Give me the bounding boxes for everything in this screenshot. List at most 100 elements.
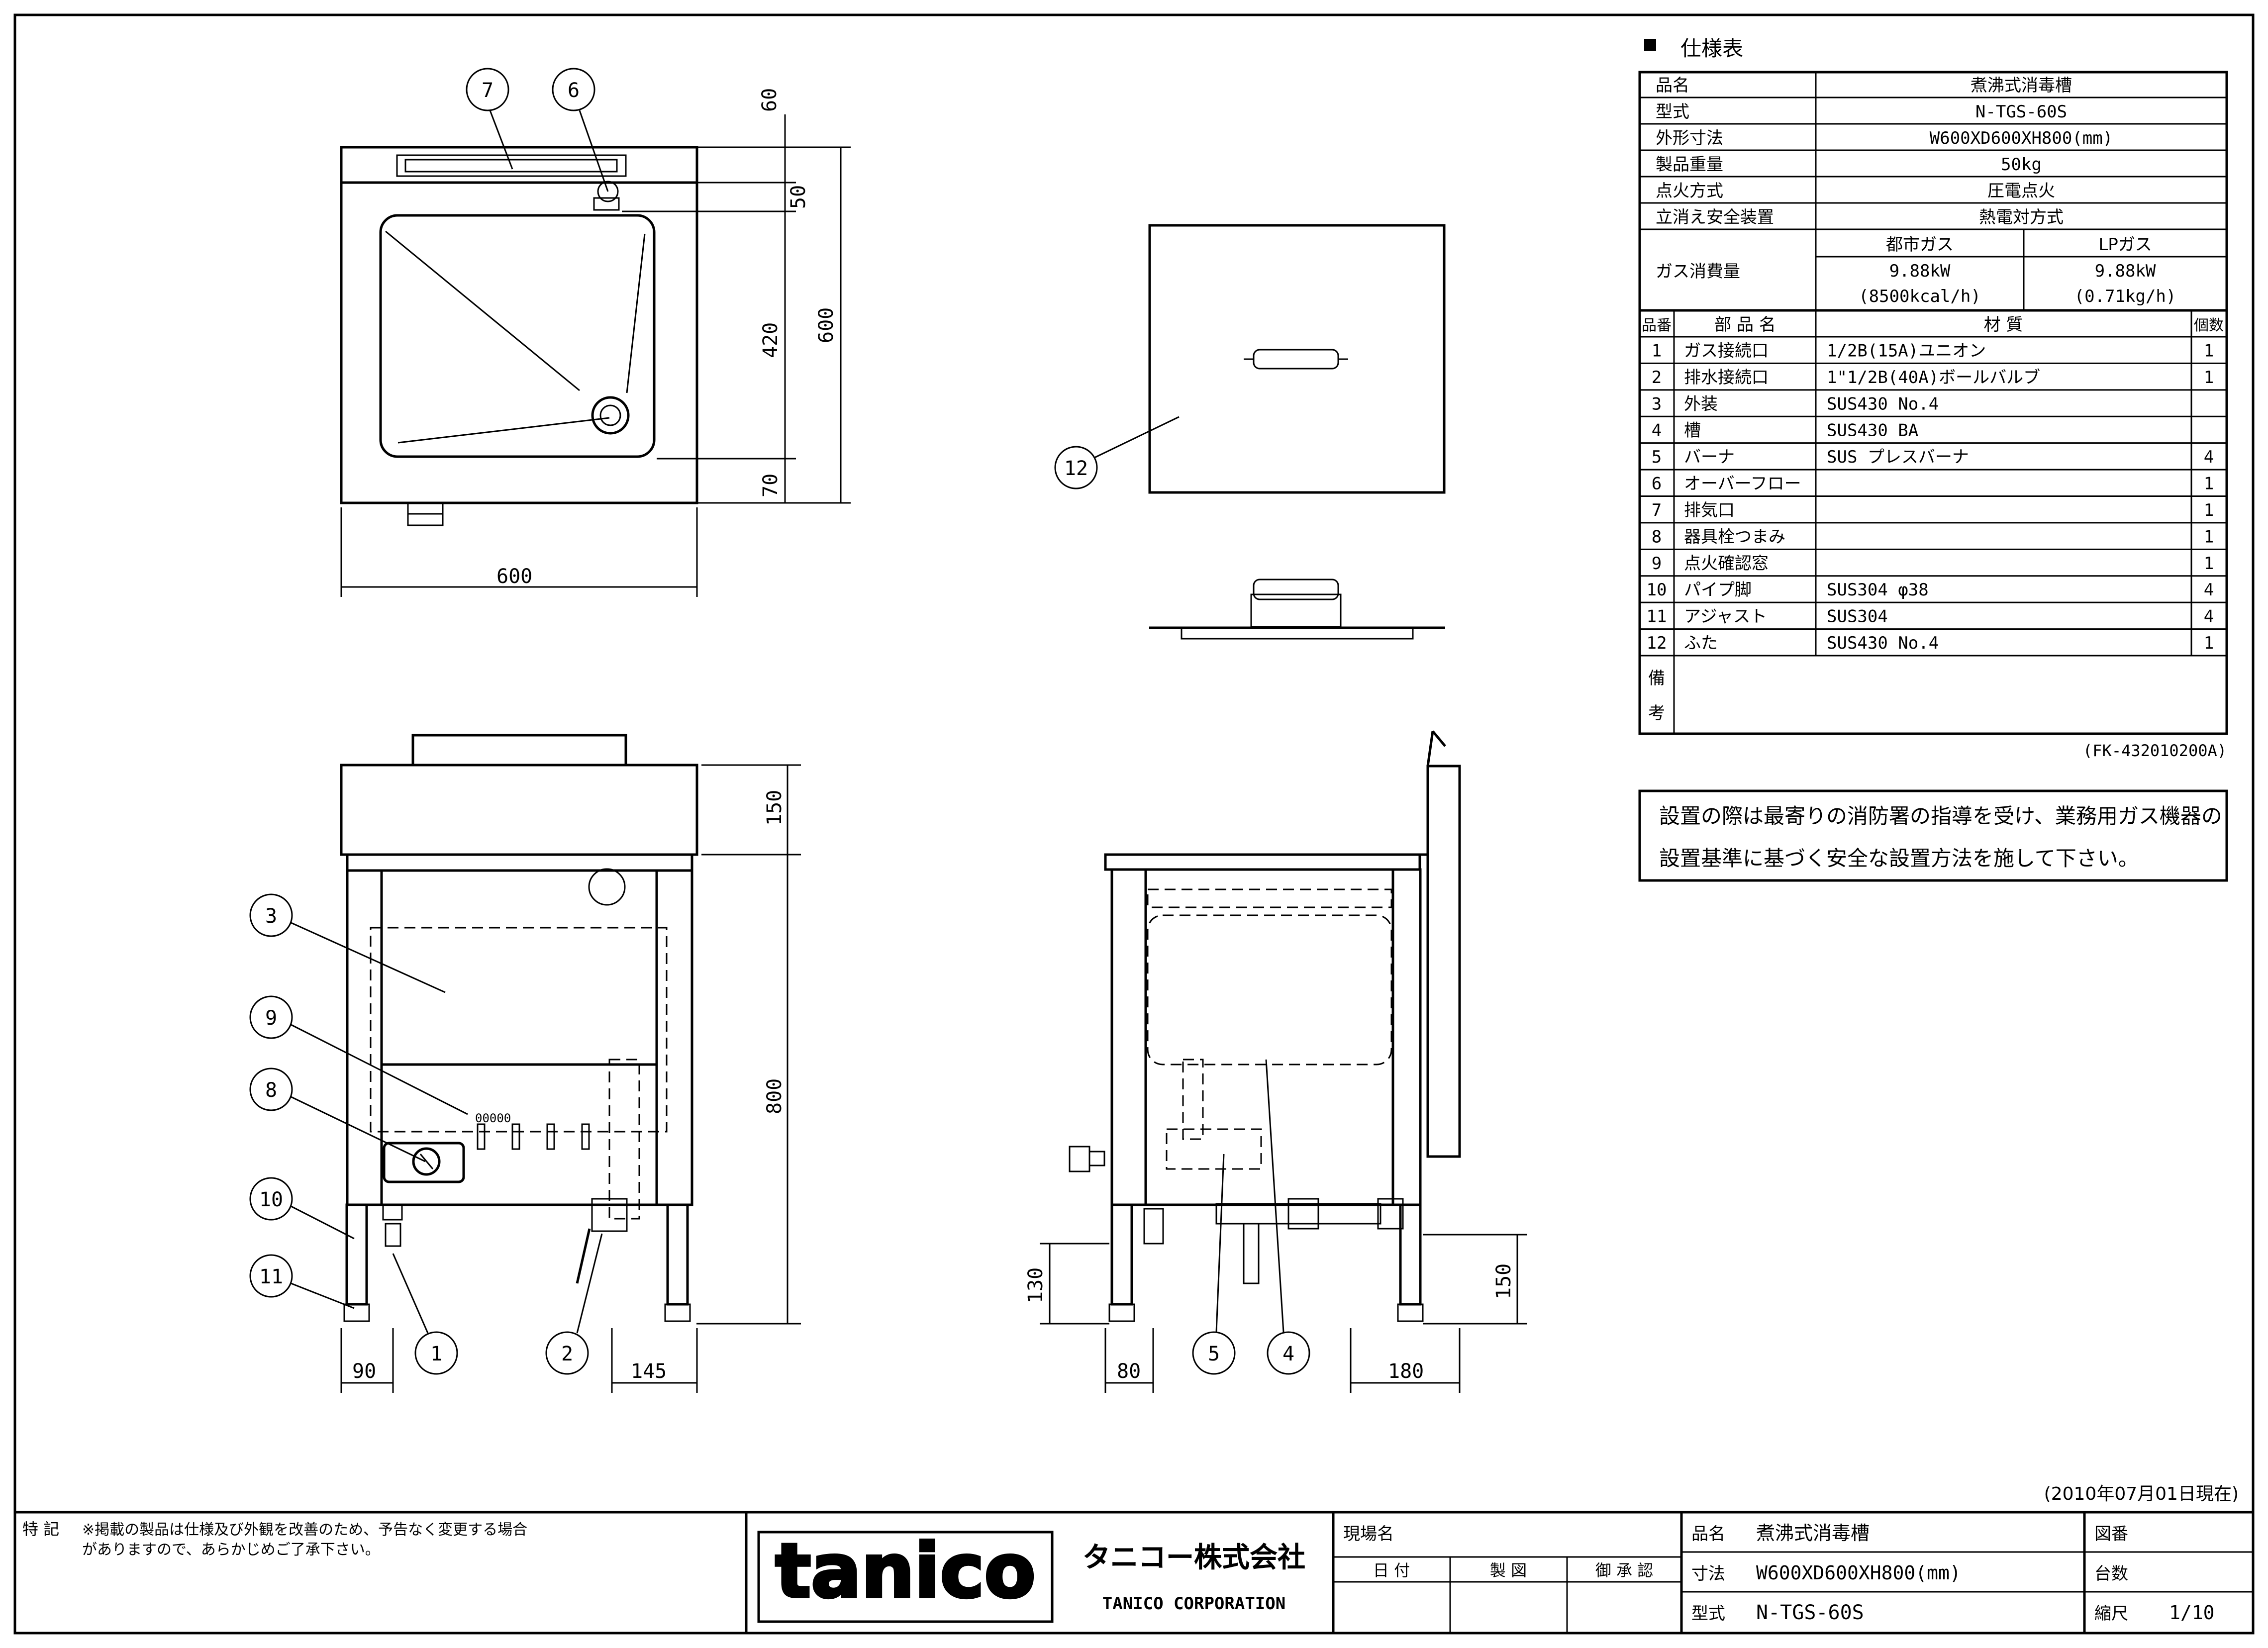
part-name: 排気口: [1684, 500, 1735, 520]
remarks-label-1: 備: [1648, 669, 1665, 688]
spec-row-6-label: 立消え安全装置: [1656, 207, 1774, 227]
part-name: バーナ: [1684, 447, 1735, 467]
part-quantity: 1: [2204, 554, 2214, 574]
drafted-label: 製 図: [1490, 1561, 1527, 1580]
top-dimensions: 60 50 420 70 600 600: [340, 88, 851, 597]
part-material: 1"1/2B(40A)ボールバルブ: [1827, 368, 2040, 388]
part-quantity: 4: [2204, 580, 2214, 600]
notes-line-2: がありますので、あらかじめご了承下さい。: [82, 1541, 380, 1558]
part-material: 1/2B(15A)ユニオン: [1827, 341, 1986, 361]
part-name: ガス接続口: [1684, 341, 1769, 361]
notice-line-1: 設置の際は最寄りの消防署の指導を受け、業務用ガス機器の: [1659, 804, 2222, 828]
part-name: ふた: [1684, 633, 1718, 653]
part-material: SUS304 φ38: [1827, 580, 1929, 600]
part-number: 3: [1652, 394, 1662, 414]
part-material: SUS430 BA: [1827, 421, 1918, 441]
lp-gas-kw: 9.88kW: [2095, 261, 2156, 281]
notice-line-2: 設置基準に基づく安全な設置方法を施して下さい。: [1659, 846, 2139, 871]
callout-1: 1: [430, 1343, 442, 1365]
part-number: 1: [1652, 341, 1662, 361]
dim-side-130: 130: [1024, 1267, 1047, 1303]
part-quantity: 1: [2204, 474, 2214, 494]
spec-row-4-value: 50kg: [2001, 155, 2042, 175]
dim-top-600-vertical: 600: [815, 307, 838, 343]
model-value: N-TGS-60S: [1756, 1601, 1864, 1624]
dim-side-180: 180: [1388, 1360, 1424, 1383]
spec-row-1-label: 品名: [1656, 76, 1689, 96]
spec-row-3-label: 外形寸法: [1656, 128, 1723, 148]
callout-2: 2: [561, 1343, 573, 1365]
callout-11: 11: [259, 1265, 283, 1288]
city-gas-kcal: (8500kcal/h): [1859, 287, 1981, 306]
size-value: W600XD600XH800(mm): [1756, 1562, 1961, 1584]
part-number: 7: [1652, 500, 1662, 520]
lid-view: [1148, 224, 1446, 640]
dim-top-50: 50: [787, 185, 810, 209]
site-name-label: 現場名: [1343, 1524, 1394, 1544]
part-number: 8: [1652, 527, 1662, 547]
top-view: 60 50 420 70 600 600: [340, 88, 851, 597]
size-label: 寸法: [1691, 1564, 1725, 1584]
gas-consumption-label: ガス消費量: [1656, 262, 1740, 282]
scale-value: 1/10: [2169, 1602, 2215, 1624]
spec-row-4-label: 製品重量: [1656, 155, 1723, 175]
part-material: SUS304: [1827, 607, 1888, 627]
spec-row-5-label: 点火方式: [1656, 181, 1723, 201]
callout-3: 3: [265, 905, 277, 928]
svg-text:00000: 00000: [475, 1111, 511, 1125]
notes-line-1: ※掲載の製品は仕様及び外観を改善のため、予告なく変更する場合: [82, 1521, 527, 1539]
spec-row-1-value: 煮沸式消毒槽: [1971, 76, 2072, 96]
parts-header-name: 部 品 名: [1714, 315, 1776, 335]
callout-10: 10: [259, 1188, 283, 1211]
callout-9: 9: [265, 1007, 277, 1030]
spec-table: 仕様表 品名 煮沸式消毒槽 型式 N-TGS-60S 外形寸法 W600XD60…: [1638, 36, 2228, 760]
part-number: 11: [1647, 607, 1667, 627]
units-label: 台数: [2094, 1564, 2128, 1584]
remarks-label-2: 考: [1648, 703, 1665, 723]
part-material: SUS プレスバーナ: [1827, 447, 1969, 467]
part-number: 5: [1652, 447, 1662, 467]
company-name-jp: タニコー株式会社: [1083, 1542, 1305, 1574]
part-name: 排水接続口: [1684, 368, 1769, 388]
callout-4: 4: [1282, 1343, 1294, 1365]
part-number: 6: [1652, 474, 1662, 494]
dim-side-150: 150: [1492, 1263, 1515, 1299]
part-number: 4: [1652, 421, 1662, 441]
spec-row-2-label: 型式: [1656, 102, 1689, 122]
part-number: 10: [1647, 580, 1667, 600]
dim-side-80: 80: [1117, 1360, 1141, 1383]
part-quantity: 1: [2204, 341, 2214, 361]
callout-5: 5: [1208, 1343, 1220, 1365]
side-dimensions: 130 150 80 180: [1024, 1234, 1527, 1393]
part-material: SUS430 No.4: [1827, 394, 1939, 414]
dim-front-145: 145: [631, 1360, 667, 1383]
parts-header-no: 品番: [1642, 317, 1672, 334]
drawing-code: (FK-432010200A): [2083, 741, 2227, 760]
dim-top-600-horizontal: 600: [496, 565, 532, 588]
lp-gas-label: LPガス: [2098, 235, 2152, 255]
dim-front-150: 150: [763, 790, 786, 826]
part-quantity: 1: [2204, 527, 2214, 547]
callout-12: 12: [1064, 457, 1088, 480]
spec-row-3-value: W600XD600XH800(mm): [1930, 128, 2113, 148]
dim-top-70: 70: [759, 474, 782, 497]
part-name: 器具栓つまみ: [1684, 527, 1785, 547]
part-quantity: 1: [2204, 368, 2214, 388]
side-view: 130 150 80 180: [1024, 730, 1527, 1393]
product-name-value: 煮沸式消毒槽: [1756, 1522, 1870, 1544]
scale-label: 縮尺: [2094, 1604, 2128, 1624]
dim-front-90: 90: [352, 1360, 376, 1383]
date-stamp: (2010年07月01日現在): [2044, 1484, 2239, 1504]
part-quantity: 1: [2204, 633, 2214, 653]
part-name: 点火確認窓: [1684, 554, 1769, 574]
notes-label: 特 記: [22, 1520, 59, 1539]
spec-row-5-value: 圧電点火: [1987, 181, 2055, 201]
product-name-label: 品名: [1691, 1524, 1725, 1544]
spec-title: 仕様表: [1680, 36, 1743, 61]
dim-front-800: 800: [763, 1078, 786, 1114]
callout-8: 8: [265, 1079, 277, 1102]
part-name: 外装: [1684, 394, 1718, 414]
part-name: アジャスト: [1684, 607, 1767, 627]
